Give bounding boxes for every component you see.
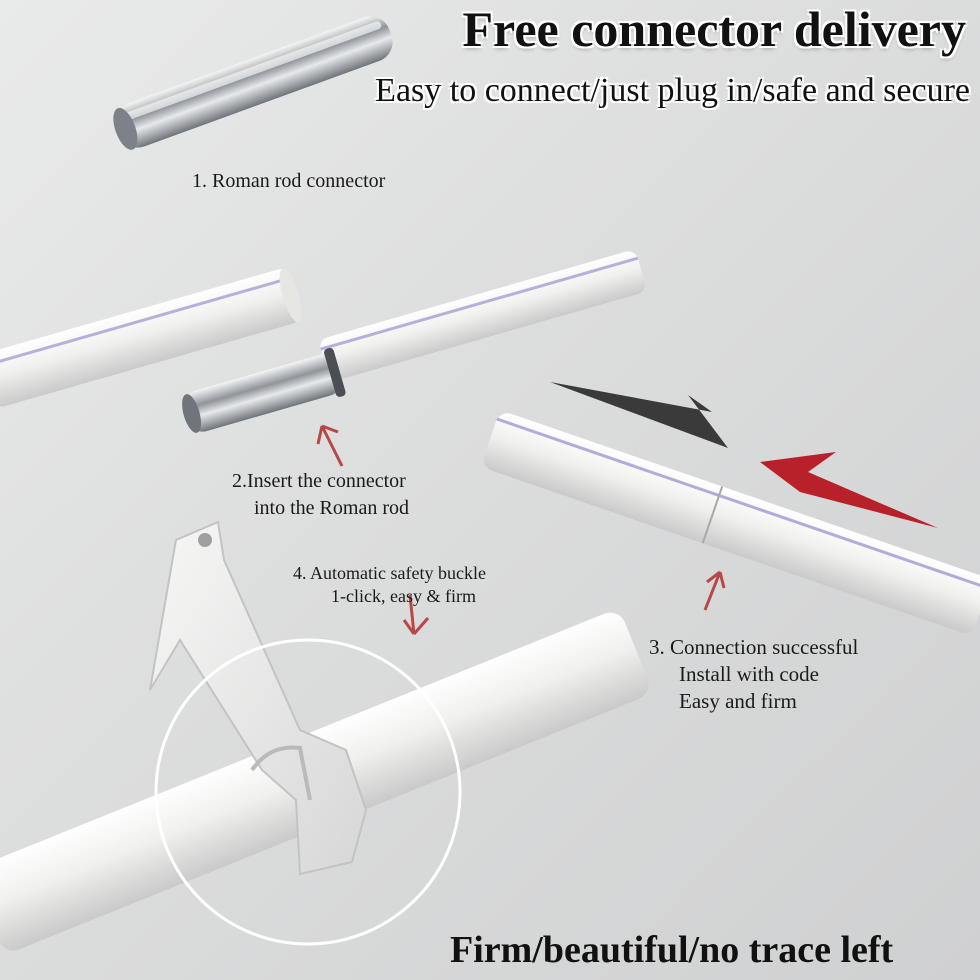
- rod-upper-left: [0, 268, 302, 407]
- step-4-line-1: 4. Automatic safety buckle: [293, 563, 486, 583]
- metal-connector-icon: [113, 16, 393, 150]
- up-arrow-icon: [703, 570, 726, 611]
- dark-check-icon: [550, 382, 728, 448]
- step-4-line-2: 1-click, easy & firm: [331, 586, 476, 606]
- step-3-line-2: Install with code: [679, 662, 819, 686]
- footer-slogan: Firm/beautiful/no trace left: [450, 929, 894, 971]
- magnifier-circle-icon: [154, 638, 462, 946]
- rod-right-connected: [483, 413, 980, 633]
- step-2-line-1: 2.Insert the connector: [232, 470, 406, 492]
- red-check-icon: [760, 452, 938, 528]
- inserted-connector: [182, 348, 346, 433]
- rod-upper-right: [320, 251, 645, 380]
- step-2-line-2: into the Roman rod: [254, 497, 409, 519]
- step-2-label: 2.Insert the connector into the Roman ro…: [232, 468, 409, 522]
- page-subtitle: Easy to connect/just plug in/safe and se…: [375, 72, 970, 109]
- step-1-label: 1. Roman rod connector: [192, 170, 386, 192]
- page-title: Free connector delivery: [462, 1, 966, 57]
- down-arrow-icon: [402, 594, 430, 635]
- step-3-label: 3. Connection successful Install with co…: [649, 634, 858, 715]
- step-3-line-1: 3. Connection successful: [649, 635, 859, 659]
- bracket-icon: [149, 520, 368, 876]
- step-4-label: 4. Automatic safety buckle 1-click, easy…: [293, 562, 486, 608]
- step-3-line-3: Easy and firm: [679, 689, 797, 713]
- up-arrow-icon: [316, 424, 344, 467]
